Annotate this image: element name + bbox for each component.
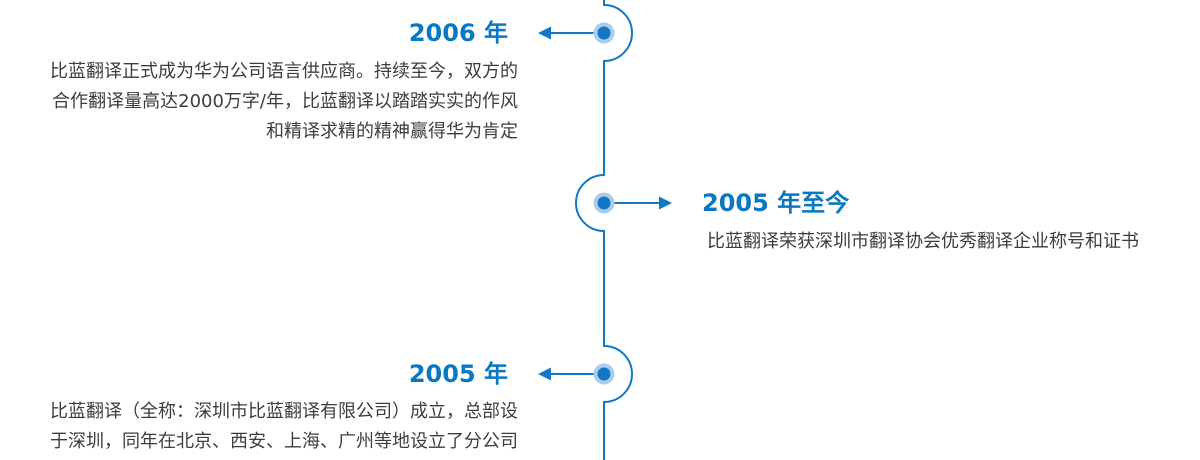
event-description: 比蓝翻译（全称：深圳市比蓝翻译有限公司）成立，总部设 于深圳，同年在北京、西安、… — [50, 401, 518, 452]
arrow-left-icon — [538, 367, 551, 381]
timeline-node-2006 — [538, 22, 615, 44]
event-description: 比蓝翻译荣获深圳市翻译协会优秀翻译企业称号和证书 — [707, 231, 1139, 252]
event-year-label: 2006 年 — [408, 19, 508, 47]
event-year-label: 2005 年至今 — [702, 189, 850, 217]
timeline-node-2005-present — [593, 192, 672, 214]
timeline-spine-line — [575, 0, 633, 460]
event-year-label: 2005 年 — [408, 360, 508, 388]
event-description: 比蓝翻译正式成为华为公司语言供应商。持续至今，双方的 合作翻译量高达2000万字… — [50, 61, 518, 142]
node-dot-icon — [597, 26, 611, 40]
node-dot-icon — [597, 196, 611, 210]
arrow-left-icon — [538, 26, 551, 40]
timeline-node-2005 — [538, 363, 615, 385]
node-dot-icon — [597, 367, 611, 381]
arrow-right-icon — [659, 196, 672, 210]
